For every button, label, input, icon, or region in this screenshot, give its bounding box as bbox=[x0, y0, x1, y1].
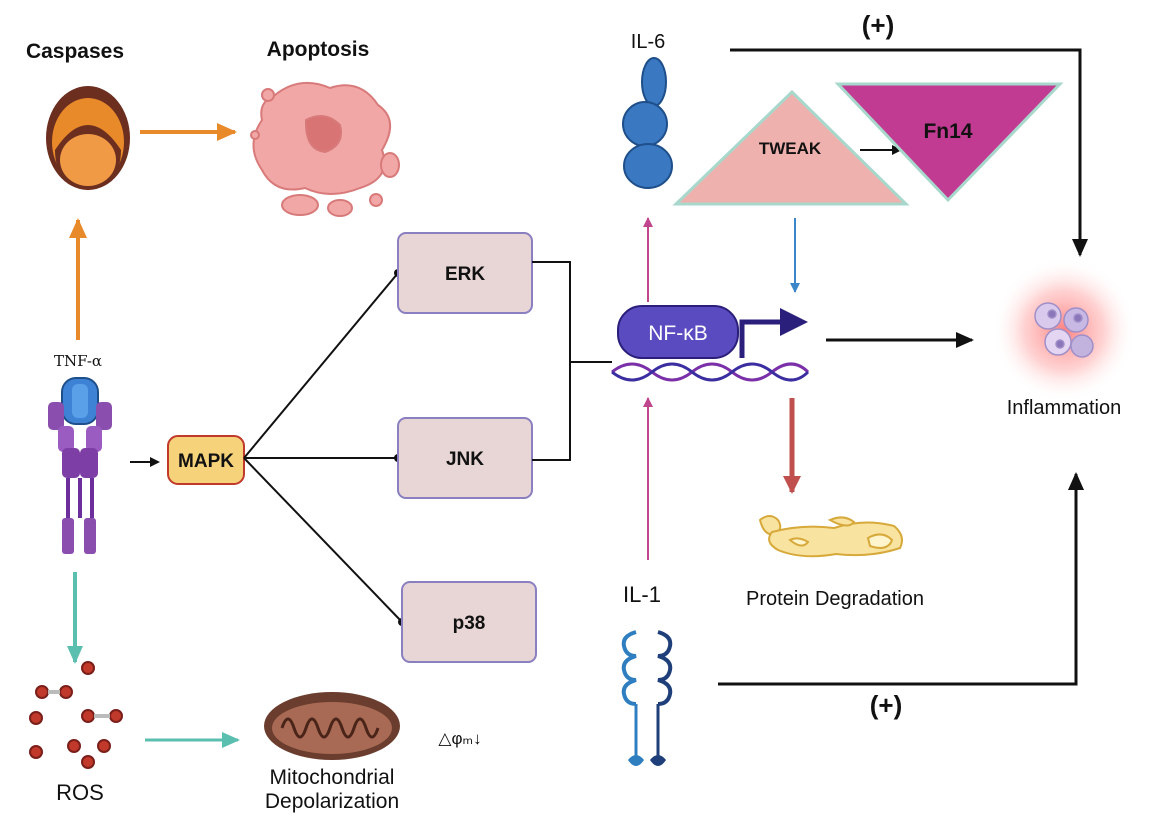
mito-label-line2: Depolarization bbox=[265, 790, 399, 813]
ros-molecules-icon bbox=[29, 661, 123, 769]
plus-top-label: (+) bbox=[862, 10, 895, 40]
il1-receptor-icon bbox=[621, 630, 673, 760]
mitochondria-icon bbox=[264, 692, 400, 760]
protein-degradation-icon bbox=[758, 515, 903, 558]
il6-icon bbox=[622, 57, 673, 189]
plus-bottom-label: (+) bbox=[870, 690, 903, 720]
jnk-box bbox=[397, 417, 533, 499]
p38-box bbox=[401, 581, 537, 663]
erk-jnk-bracket bbox=[532, 261, 612, 461]
p38-label: p38 bbox=[453, 613, 486, 634]
il6-to-inflammation-arrow bbox=[730, 48, 1088, 257]
il1-to-inflammation-arrow bbox=[718, 472, 1084, 686]
apoptosis-icon bbox=[250, 81, 400, 217]
tweak-label: TWEAK bbox=[759, 139, 822, 158]
tweak-triangle bbox=[672, 89, 910, 206]
erk-label: ERK bbox=[445, 264, 485, 285]
protein-degradation-label: Protein Degradation bbox=[746, 588, 924, 610]
il6-label: IL-6 bbox=[631, 31, 665, 53]
apoptosis-label: Apoptosis bbox=[267, 38, 370, 61]
nfkb-label: NF-κB bbox=[648, 322, 708, 345]
mapk-label: MAPK bbox=[178, 451, 234, 472]
tnf-label: TNF-α bbox=[54, 352, 102, 370]
inflammation-label: Inflammation bbox=[1007, 397, 1122, 419]
mito-label-line1: Mitochondrial bbox=[270, 766, 395, 789]
erk-box bbox=[397, 232, 533, 314]
inflammation-cells-icon bbox=[1034, 302, 1094, 358]
caspases-label: Caspases bbox=[26, 40, 124, 63]
dna-helix-icon bbox=[611, 362, 810, 382]
jnk-label: JNK bbox=[446, 449, 484, 470]
nfkb-box bbox=[617, 305, 739, 359]
mapk-branches bbox=[243, 272, 403, 623]
caspase-icon bbox=[46, 86, 130, 190]
fn14-triangle bbox=[834, 82, 1064, 203]
tnf-receptor-icon bbox=[48, 377, 112, 554]
delta-psi-label: △φₘ↓ bbox=[438, 729, 481, 748]
ros-label: ROS bbox=[56, 780, 104, 805]
il1-label: IL-1 bbox=[623, 582, 661, 607]
transcription-arrow-icon bbox=[739, 308, 808, 358]
fn14-label: Fn14 bbox=[923, 120, 972, 143]
mapk-box bbox=[167, 435, 245, 485]
